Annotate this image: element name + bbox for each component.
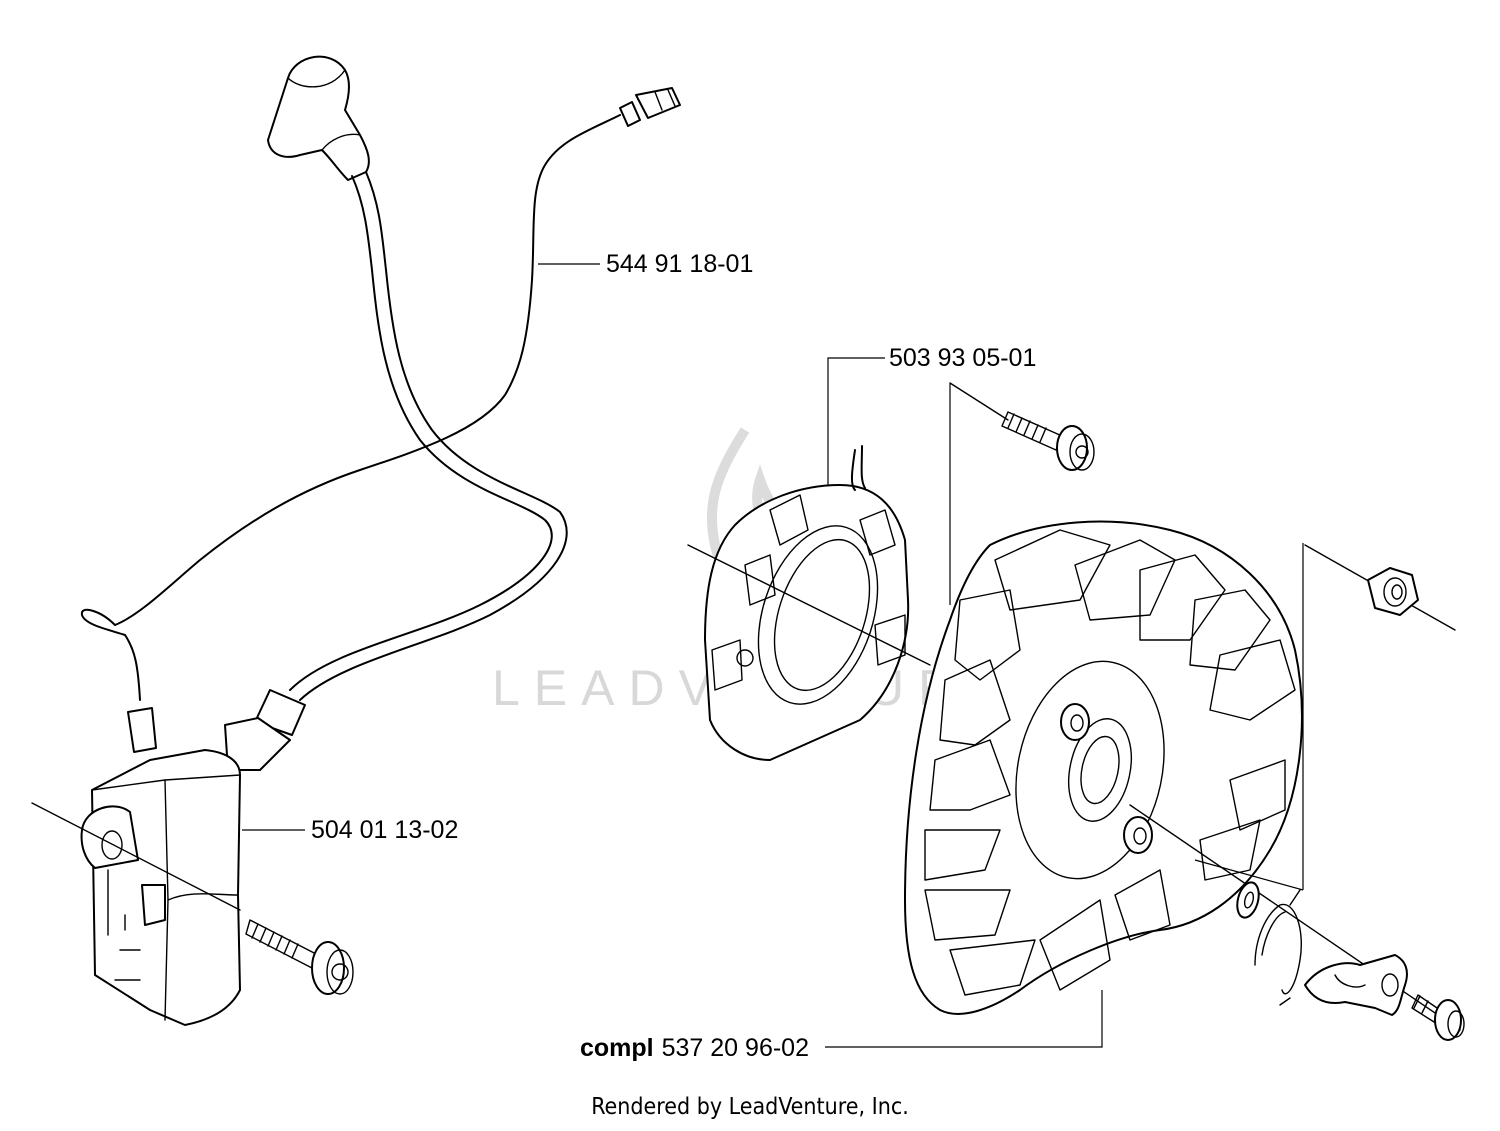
leader-flywheel (825, 990, 1103, 1048)
flywheel-screw-top[interactable] (1001, 411, 1095, 471)
footer-credit: Rendered by LeadVenture, Inc. (591, 1094, 909, 1120)
leader-spacer-ring (827, 357, 885, 485)
center-line-right (1129, 804, 1461, 1031)
label-flywheel[interactable]: compl 537 20 96-02 (580, 1034, 809, 1062)
label-flywheel-number: 537 20 96-02 (662, 1034, 809, 1062)
center-line-left (687, 544, 931, 666)
ignition-module[interactable] (31, 749, 241, 1026)
flywheel[interactable] (904, 520, 1303, 1015)
starter-pawl[interactable] (1304, 954, 1408, 1016)
module-screw[interactable] (245, 919, 354, 995)
pawl-screw[interactable] (1411, 994, 1465, 1041)
ignition-wire[interactable] (80, 55, 681, 771)
label-spacer-ring[interactable]: 503 93 05-01 (889, 344, 1036, 372)
center-line-top (949, 382, 1009, 421)
leader-nut-bracket-bottom (1194, 859, 1304, 891)
flywheel-nut[interactable] (1367, 567, 1419, 616)
washer[interactable] (1234, 880, 1263, 920)
label-ignition-module[interactable]: 504 01 13-02 (311, 816, 458, 844)
spacer-ring[interactable] (704, 445, 910, 761)
label-flywheel-prefix: compl (580, 1034, 654, 1062)
label-ignition-wire[interactable]: 544 91 18-01 (606, 250, 753, 278)
pawl-spring[interactable] (1254, 889, 1302, 1006)
